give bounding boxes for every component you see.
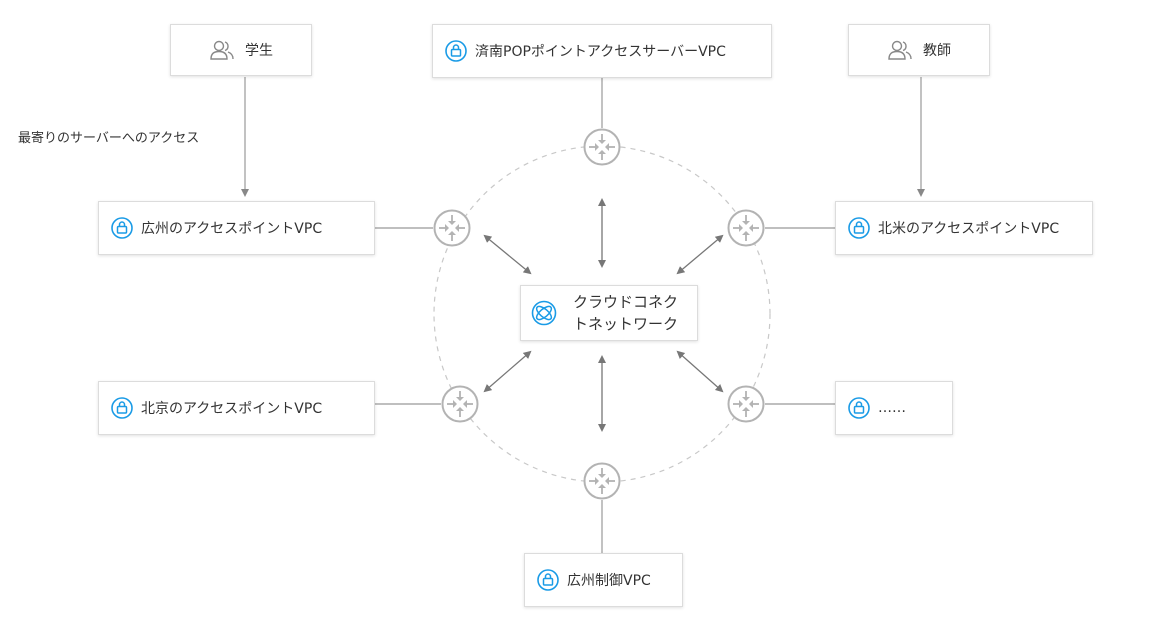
lock-icon xyxy=(111,217,133,239)
vpc-label: 北米のアクセスポイントVPC xyxy=(878,221,1060,237)
teacher-label: 教師 xyxy=(923,43,951,59)
teacher-node: 教師 xyxy=(848,24,990,76)
nearest-access-annotation: 最寄りのサーバーへのアクセス xyxy=(18,131,200,146)
users-icon xyxy=(888,40,912,60)
ccn-node: クラウドコネク トネットワーク xyxy=(520,285,698,341)
lock-icon xyxy=(848,397,870,419)
arrow-upper-left xyxy=(483,234,532,275)
router-icon xyxy=(583,462,621,500)
vpc-beimei-access: 北米のアクセスポイントVPC xyxy=(835,201,1093,255)
users-icon xyxy=(210,40,234,60)
vpc-label: …… xyxy=(878,400,906,416)
vpc-guangzhou-control: 広州制御VPC xyxy=(524,553,683,607)
vpc-label: 広州制御VPC xyxy=(567,573,651,589)
lock-icon xyxy=(111,397,133,419)
vpc-label: 北京のアクセスポイントVPC xyxy=(141,401,323,417)
vpc-jinan-pop: 済南POPポイントアクセスサーバーVPC xyxy=(432,24,772,78)
router-icon xyxy=(583,128,621,166)
ccn-icon xyxy=(531,300,557,326)
ccn-label-line1: クラウドコネク xyxy=(573,293,679,311)
ccn-label-line2: トネットワーク xyxy=(573,315,679,333)
vpc-label: 広州のアクセスポイントVPC xyxy=(141,221,323,237)
router-icon xyxy=(727,209,765,247)
vpc-beijing-access: 北京のアクセスポイントVPC xyxy=(98,381,375,435)
ccn-label: クラウドコネク トネットワーク xyxy=(573,291,678,335)
lock-icon xyxy=(537,569,559,591)
lock-icon xyxy=(848,217,870,239)
lock-icon xyxy=(445,40,467,62)
arrow-lower-right xyxy=(676,350,724,393)
student-node: 学生 xyxy=(170,24,312,76)
arrow-lower-left xyxy=(483,350,532,393)
vpc-guangzhou-access: 広州のアクセスポイントVPC xyxy=(98,201,375,255)
vpc-more: …… xyxy=(835,381,953,435)
student-label: 学生 xyxy=(245,43,273,59)
router-icon xyxy=(441,385,479,423)
vpc-label: 済南POPポイントアクセスサーバーVPC xyxy=(475,44,726,60)
router-icon xyxy=(727,385,765,423)
router-icon xyxy=(433,209,471,247)
arrow-upper-right xyxy=(676,234,724,275)
